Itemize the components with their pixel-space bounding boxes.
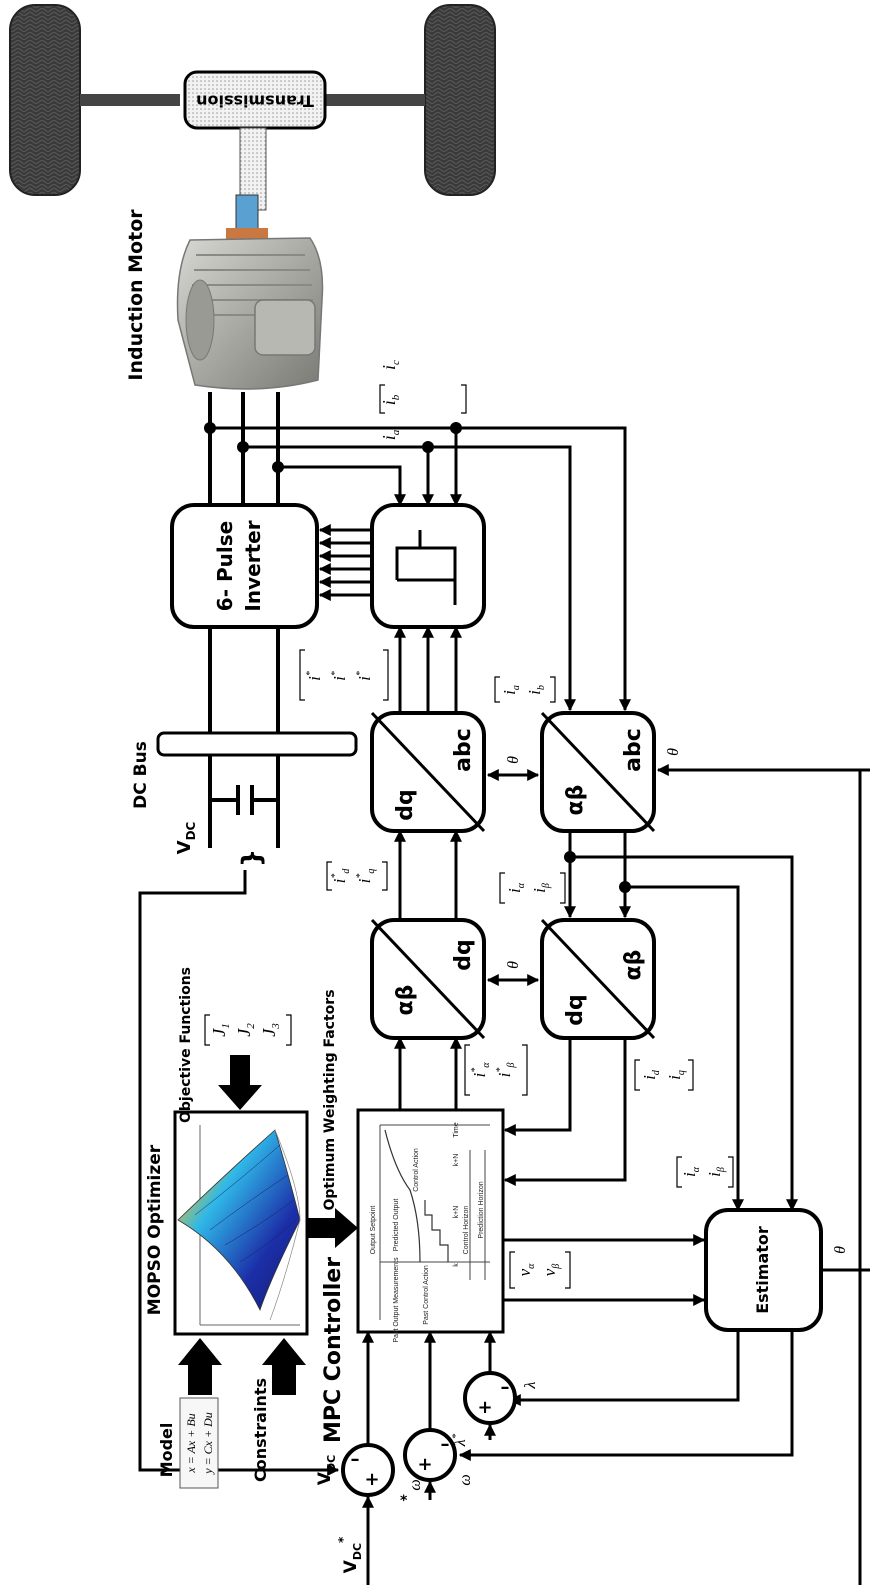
svg-text:k+N: k+N — [453, 1206, 460, 1219]
weights-arrow — [307, 1208, 358, 1248]
dq-label-3: dq — [563, 994, 588, 1026]
inverter-label-1: 6- Pulse — [213, 521, 237, 611]
mpc-controller-label: MPC Controller — [321, 1257, 346, 1443]
svg-text:Predicted Output: Predicted Output — [393, 1199, 400, 1252]
mopso-label: MOPSO Optimizer — [145, 1144, 165, 1315]
svg-text:+: + — [417, 1454, 432, 1475]
svg-text:vα: vα — [515, 1263, 537, 1277]
abc-label: abc — [451, 728, 476, 772]
left-axle — [80, 94, 180, 106]
left-wheel — [10, 5, 80, 195]
constraints-label: Constraints — [251, 1378, 270, 1482]
dc-bus-label: DC Bus — [131, 741, 151, 809]
iab-label: ia ib — [495, 677, 555, 702]
svg-text:iβ: iβ — [530, 883, 552, 893]
transmission-label: Transmission — [196, 92, 314, 111]
terminal-box — [255, 300, 315, 355]
omega-label-1: ω — [407, 1479, 424, 1490]
svg-text:iα: iα — [505, 882, 527, 893]
model-arrow — [178, 1338, 222, 1395]
objective-arrow — [218, 1055, 262, 1110]
ialphabeta-est-label: iα iβ — [677, 1157, 733, 1187]
estimator-label: Estimator — [753, 1226, 772, 1314]
svg-text:Control Action: Control Action — [413, 1148, 420, 1192]
dq-label-2: dq — [451, 939, 476, 971]
svg-text:Past Output Measurements: Past Output Measurements — [393, 1257, 400, 1343]
svg-text:Output Setpoint: Output Setpoint — [370, 1206, 377, 1255]
svg-text:J1: J1 — [209, 1023, 232, 1037]
svg-text:iβ: iβ — [705, 1167, 727, 1177]
right-axle — [325, 94, 425, 106]
svg-text:i*d: i*d — [330, 868, 352, 884]
dc-bus-bar — [158, 733, 356, 755]
svg-text:J2: J2 — [234, 1023, 257, 1037]
model-label: Model — [157, 1423, 176, 1478]
svg-text:iα: iα — [680, 1166, 702, 1177]
svg-text:*: * — [400, 1493, 408, 1509]
alphabeta-label: αβ — [563, 785, 588, 816]
state-equation: x = Ax + Bu — [184, 1413, 198, 1473]
svg-text:Control Horizon: Control Horizon — [463, 1206, 470, 1255]
svg-text:ia: ia — [379, 429, 402, 440]
vdc-label: VDC — [174, 821, 198, 854]
svg-text:–: – — [441, 1434, 450, 1455]
svg-text:Time: Time — [453, 1122, 460, 1137]
svg-text:ib: ib — [525, 685, 547, 695]
svg-text:Prediction Horizon: Prediction Horizon — [478, 1181, 485, 1238]
svg-text:i*: i* — [330, 671, 349, 681]
idq-ref-label: i*d i*q — [327, 862, 387, 890]
svg-text:ia: ia — [500, 685, 522, 695]
svg-text:i*: i* — [355, 671, 374, 681]
abc-label-2: abc — [621, 728, 646, 772]
iref-abc-label: i* i* i* — [300, 650, 388, 700]
hysteresis-block — [372, 505, 484, 627]
theta-label-4: θ — [832, 1246, 849, 1254]
ialphabeta-ref-label: i*α i*β — [465, 1045, 527, 1095]
svg-text:k: k — [453, 1263, 460, 1267]
output-equation: y = Cx + Du — [201, 1412, 215, 1475]
svg-text:id: id — [640, 1069, 662, 1080]
theta-label-2: θ — [665, 748, 682, 756]
svg-text:k+N: k+N — [453, 1154, 460, 1167]
lambda-label: λ — [522, 1381, 539, 1389]
svg-text:i*α: i*α — [470, 1062, 492, 1078]
theta-label-1: θ — [505, 756, 522, 764]
svg-text:Past Control Action: Past Control Action — [423, 1265, 430, 1325]
induction-motor-icon — [178, 195, 323, 389]
vdc-ref-label: VDC* — [336, 1536, 364, 1573]
gate-pulses — [320, 530, 372, 595]
dq-label: dq — [393, 789, 418, 821]
svg-text:i*q: i*q — [355, 869, 377, 884]
svg-text:i*β: i*β — [495, 1063, 517, 1078]
objective-functions-label: Objective Functions — [178, 967, 194, 1123]
svg-text:J3: J3 — [259, 1023, 282, 1037]
svg-text:i*: i* — [305, 671, 324, 681]
drivetrain: Transmission — [10, 5, 495, 210]
dc-link-capacitor — [210, 785, 278, 815]
svg-text:vβ: vβ — [540, 1264, 562, 1277]
alphabeta-label-2: αβ — [393, 985, 418, 1016]
svg-text:–: – — [501, 1377, 510, 1398]
svg-text:ib: ib — [379, 394, 402, 405]
svg-text:+: + — [477, 1397, 492, 1418]
objective-vector: J1 J2 J3 — [205, 1015, 291, 1045]
inverter-label-2: Inverter — [241, 520, 265, 611]
ialphabeta-label: iα iβ — [500, 873, 565, 903]
optimum-weighting-label: Optimum Weighting Factors — [322, 989, 338, 1210]
lambda-ref-label: λ* — [450, 1433, 469, 1447]
theta-label-3: θ — [505, 961, 522, 969]
v-alphabeta-label: vα vβ — [510, 1252, 570, 1288]
svg-text:–: – — [351, 1449, 360, 1470]
vdc-measure-brace: { — [238, 849, 268, 868]
omega-label-2: ω — [457, 1474, 474, 1485]
right-wheel — [425, 5, 495, 195]
svg-text:iq: iq — [665, 1070, 687, 1080]
alphabeta-label-3: αβ — [621, 950, 646, 981]
svg-text:+: + — [364, 1469, 379, 1490]
idq-label: id iq — [635, 1060, 693, 1090]
induction-motor-label: Induction Motor — [125, 209, 147, 381]
svg-text:ic: ic — [379, 360, 402, 370]
